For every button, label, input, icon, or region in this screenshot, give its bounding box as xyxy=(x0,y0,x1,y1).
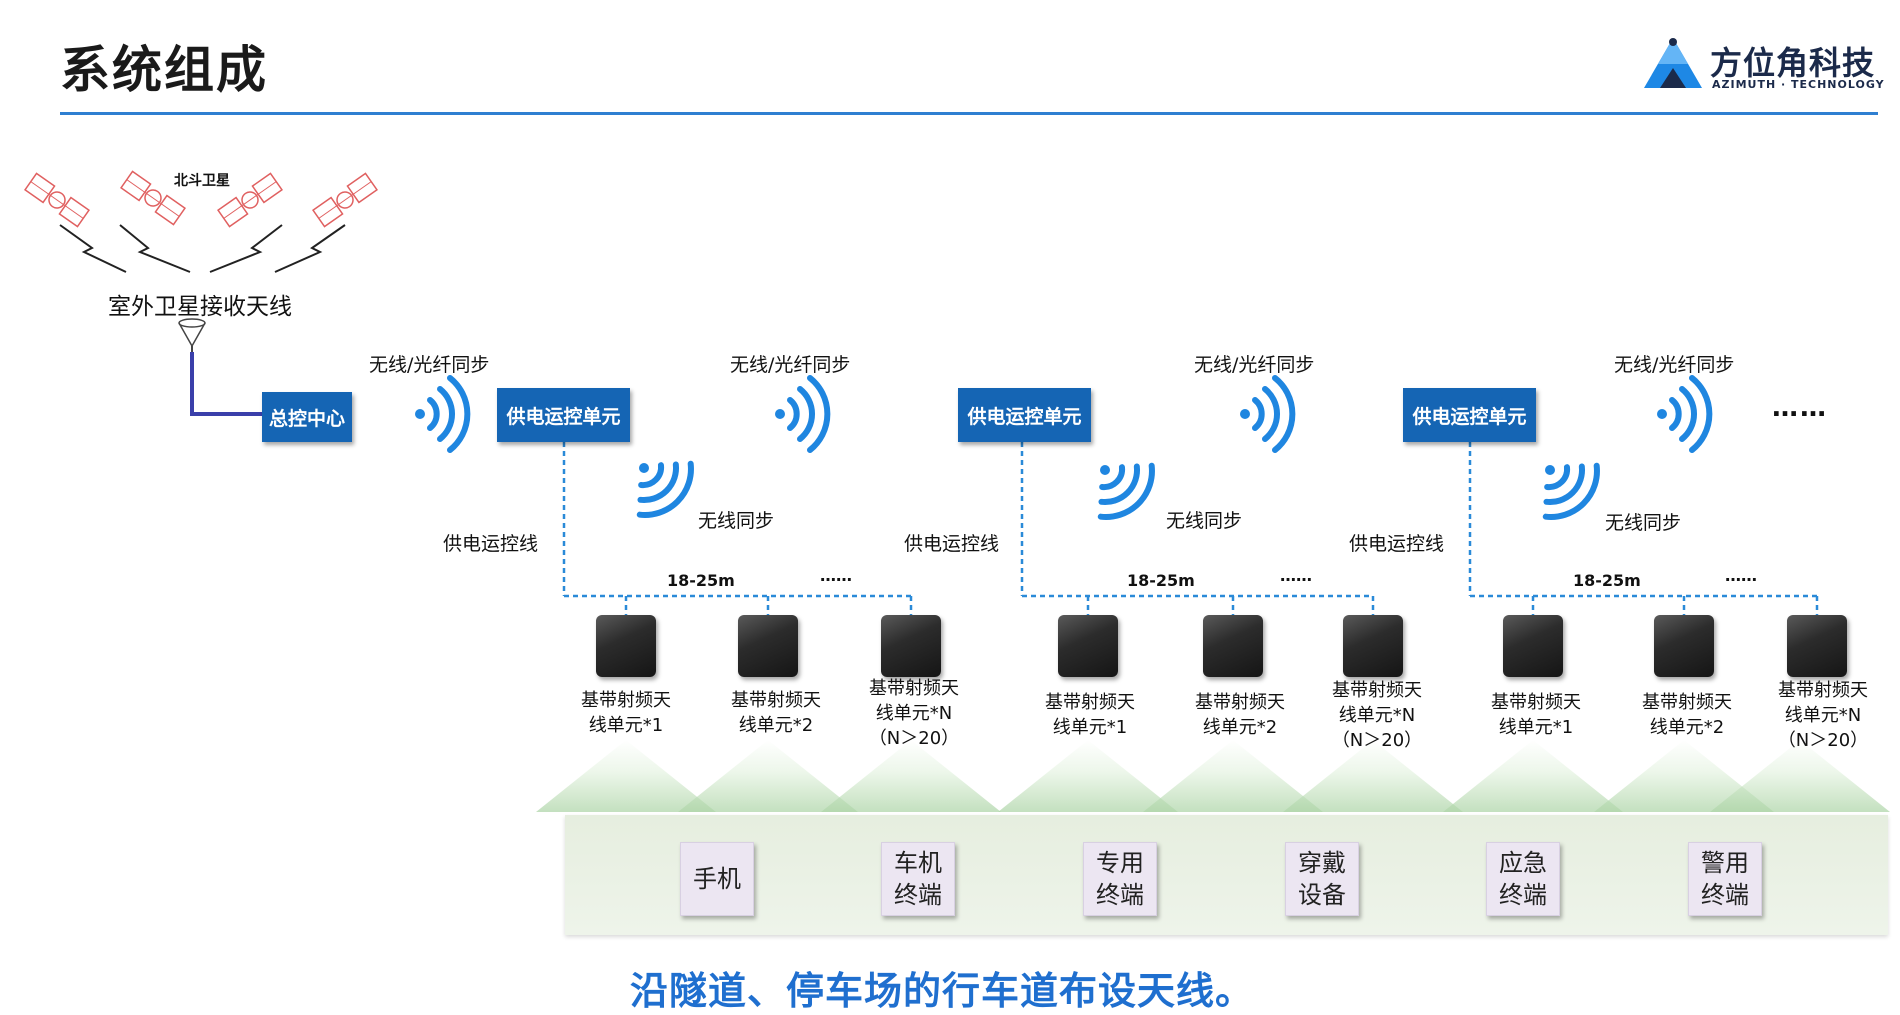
page-title: 系统组成 xyxy=(60,41,268,99)
satellite-icon xyxy=(120,170,186,226)
wireless-sync-label: 无线同步 xyxy=(1166,510,1243,532)
logo-sub-text: AZIMUTH · TECHNOLOGY xyxy=(1712,78,1885,91)
company-logo: 方位角科技 AZIMUTH · TECHNOLOGY xyxy=(1640,34,1884,96)
satellite-icon xyxy=(217,172,283,228)
bus-ellipsis: …… xyxy=(1725,566,1757,585)
terminal-wearable: 穿戴 设备 xyxy=(1285,842,1359,916)
terminal-emergency: 应急 终端 xyxy=(1486,842,1560,916)
spacing-label: 18-25m xyxy=(667,571,735,590)
antenna-device xyxy=(881,615,941,677)
antenna-unit-label: 基带射频天 线单元*1 xyxy=(581,690,671,736)
wifi-signal-icon xyxy=(1076,441,1164,529)
antenna-device xyxy=(1503,615,1563,677)
power-unit-3: 供电运控单元 xyxy=(1403,388,1536,442)
wifi-signal-icon xyxy=(415,378,467,450)
bottom-caption: 沿隧道、停车场的行车道布设天线。 xyxy=(630,969,1255,1013)
antenna-unit-label: 基带射频天 线单元*1 xyxy=(1491,692,1581,738)
wifi-signal-icon xyxy=(1240,378,1292,450)
spacing-label: 18-25m xyxy=(1573,571,1641,590)
antenna-device xyxy=(1058,615,1118,677)
terminal-police: 警用 终端 xyxy=(1688,842,1762,916)
wireless-sync-label: 无线同步 xyxy=(1605,512,1682,534)
antenna-device xyxy=(1654,615,1714,677)
antenna-device xyxy=(1343,615,1403,677)
antenna-unit-label: 基带射频天 线单元*N （N＞20） xyxy=(1331,680,1423,751)
satellite-label: 北斗卫星 xyxy=(174,173,230,189)
logo-brand-text: 方位角科技 xyxy=(1710,44,1876,82)
bus-ellipsis: …… xyxy=(1280,566,1312,585)
power-unit-2: 供电运控单元 xyxy=(958,388,1091,442)
wireless-sync-label: 无线同步 xyxy=(698,510,775,532)
power-line-label: 供电运控线 xyxy=(1349,533,1445,555)
antenna-unit-label: 基带射频天 线单元*2 xyxy=(1195,692,1285,738)
control-center-box: 总控中心 xyxy=(262,392,352,442)
lightning-signal-icon xyxy=(59,224,127,273)
wifi-signal-icon xyxy=(615,439,703,527)
wifi-signal-icon xyxy=(775,378,827,450)
lightning-signal-icon xyxy=(209,224,283,273)
wifi-signal-icon xyxy=(1521,441,1609,529)
dish-antenna-icon xyxy=(178,318,206,352)
antenna-unit-label: 基带射频天 线单元*N （N＞20） xyxy=(868,678,960,749)
sync-label: 无线/光纤同步 xyxy=(1614,354,1735,376)
chain-continues: …… xyxy=(1772,393,1828,423)
bus-ellipsis: …… xyxy=(820,566,852,585)
antenna-device xyxy=(1203,615,1263,677)
sync-label: 无线/光纤同步 xyxy=(730,354,851,376)
antenna-unit-label: 基带射频天 线单元*N （N＞20） xyxy=(1777,680,1869,751)
lightning-signal-icon xyxy=(274,224,346,273)
antenna-device xyxy=(738,615,798,677)
lightning-signal-icon xyxy=(119,224,191,273)
power-unit-1: 供电运控单元 xyxy=(497,388,630,442)
antenna-label: 室外卫星接收天线 xyxy=(108,294,292,320)
spacing-label: 18-25m xyxy=(1127,571,1195,590)
antenna-unit-label: 基带射频天 线单元*2 xyxy=(1642,692,1732,738)
terminal-panel xyxy=(565,815,1888,935)
logo-mountain-icon xyxy=(1644,38,1702,88)
satellite-icon xyxy=(24,172,90,228)
terminal-phone: 手机 xyxy=(680,842,754,916)
power-line-label: 供电运控线 xyxy=(904,533,1000,555)
satellite-icon xyxy=(312,172,378,228)
power-line-label: 供电运控线 xyxy=(443,533,539,555)
wifi-signal-icon xyxy=(1657,378,1709,450)
antenna-unit-label: 基带射频天 线单元*1 xyxy=(1045,692,1135,738)
terminal-vehicle: 车机 终端 xyxy=(881,842,955,916)
sync-label: 无线/光纤同步 xyxy=(1194,354,1315,376)
terminal-dedicated: 专用 终端 xyxy=(1083,842,1157,916)
title-divider xyxy=(60,112,1878,115)
sync-label: 无线/光纤同步 xyxy=(369,354,490,376)
antenna-unit-label: 基带射频天 线单元*2 xyxy=(731,690,821,736)
antenna-device xyxy=(596,615,656,677)
antenna-device xyxy=(1787,615,1847,677)
